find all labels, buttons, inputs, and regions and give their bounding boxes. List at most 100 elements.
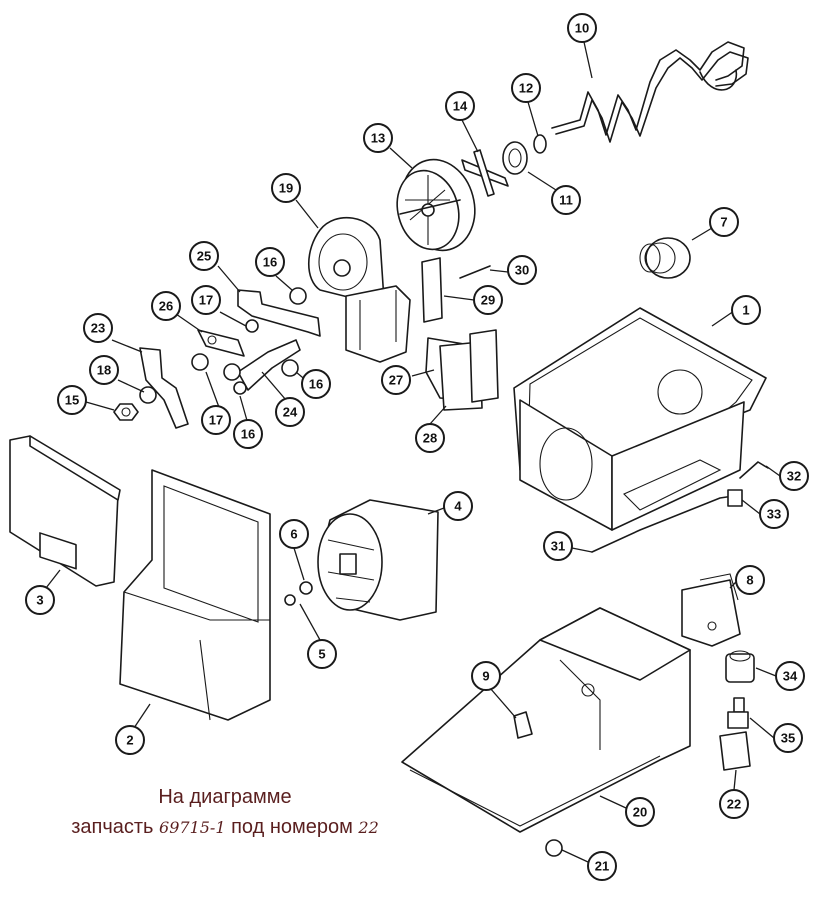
callout-2: 2: [115, 725, 145, 755]
svg-text:16: 16: [241, 427, 255, 442]
svg-text:10: 10: [575, 21, 589, 36]
svg-text:20: 20: [633, 805, 647, 820]
svg-text:16: 16: [309, 377, 323, 392]
svg-text:16: 16: [263, 255, 277, 270]
callout-26: 26: [151, 291, 181, 321]
part-7-ring: [639, 237, 691, 279]
callout-29: 29: [473, 285, 503, 315]
callout-9: 9: [471, 661, 501, 691]
callout-27: 27: [381, 365, 411, 395]
svg-text:29: 29: [481, 293, 495, 308]
callout-30: 30: [507, 255, 537, 285]
callout-1: 1: [731, 295, 761, 325]
callout-17-bottom: 17: [201, 405, 231, 435]
svg-text:25: 25: [197, 249, 211, 264]
svg-text:12: 12: [519, 81, 533, 96]
part-16-nuts: [233, 287, 307, 395]
svg-text:15: 15: [65, 393, 79, 408]
callout-12: 12: [511, 73, 541, 103]
svg-text:31: 31: [551, 539, 565, 554]
callout-23: 23: [83, 313, 113, 343]
svg-text:4: 4: [454, 499, 462, 514]
part-14-drive-coupler: [461, 149, 509, 197]
caption: На диаграмме запчасть 69715-1 под номеро…: [0, 782, 450, 843]
leader-lines: [45, 41, 781, 863]
part-1-ice-bucket: [513, 307, 767, 531]
callout-10: 10: [567, 13, 597, 43]
svg-text:17: 17: [199, 293, 213, 308]
svg-text:18: 18: [97, 363, 111, 378]
svg-text:35: 35: [781, 731, 795, 746]
callout-13: 13: [363, 123, 393, 153]
svg-text:6: 6: [290, 527, 297, 542]
callout-16-bottom: 16: [233, 419, 263, 449]
callout-15: 15: [57, 385, 87, 415]
part-23-lever: [139, 347, 189, 429]
svg-text:11: 11: [559, 193, 573, 208]
svg-text:21: 21: [595, 859, 609, 874]
caption-part-number: 69715-1: [159, 818, 226, 837]
part-28-plate: [439, 329, 499, 411]
part-30-pin: [459, 265, 491, 279]
part-8-control-assembly: [681, 573, 741, 647]
caption-position-number: 22: [358, 818, 379, 837]
part-2-door-housing: [119, 469, 271, 721]
part-15-nut: [113, 403, 139, 421]
part-22-switch: [719, 731, 751, 771]
callout-33: 33: [759, 499, 789, 529]
part-33-bracket: [727, 489, 743, 507]
callout-16-right: 16: [301, 369, 331, 399]
svg-text:28: 28: [423, 431, 437, 446]
part-24-lever: [237, 339, 301, 391]
svg-text:23: 23: [91, 321, 105, 336]
callout-7: 7: [709, 207, 739, 237]
caption-line-2: запчасть 69715-1 под номером 22: [0, 812, 450, 843]
svg-text:5: 5: [318, 647, 325, 662]
part-18-washer: [139, 386, 157, 404]
svg-text:27: 27: [389, 373, 403, 388]
svg-text:13: 13: [371, 131, 385, 146]
callout-3: 3: [25, 585, 55, 615]
part-19-auger-housing: [308, 216, 411, 363]
callout-32: 32: [779, 461, 809, 491]
part-29-plate: [421, 257, 443, 323]
part-3-front-panel: [9, 435, 121, 587]
callout-5: 5: [307, 639, 337, 669]
svg-text:26: 26: [159, 299, 173, 314]
svg-text:14: 14: [453, 99, 468, 114]
svg-text:17: 17: [209, 413, 223, 428]
caption-prefix: запчасть: [71, 816, 154, 838]
caption-line-1: На диаграмме: [158, 786, 292, 808]
callout-11: 11: [551, 185, 581, 215]
svg-text:32: 32: [787, 469, 801, 484]
svg-text:9: 9: [482, 669, 489, 684]
part-11-bushing: [502, 141, 528, 175]
callout-28: 28: [415, 423, 445, 453]
callout-16-top: 16: [255, 247, 285, 277]
part-13-drive-wheel: [396, 158, 476, 252]
svg-text:3: 3: [36, 593, 43, 608]
part-12-washer: [533, 134, 547, 154]
callout-19: 19: [271, 173, 301, 203]
callout-21: 21: [587, 851, 617, 881]
part-26-link: [197, 329, 245, 357]
callout-4: 4: [443, 491, 473, 521]
callout-14: 14: [445, 91, 475, 121]
part-34-valve-coil: [725, 650, 755, 683]
svg-text:24: 24: [283, 405, 298, 420]
svg-text:22: 22: [727, 797, 741, 812]
part-4-drive-motor: [317, 499, 439, 621]
svg-text:7: 7: [720, 215, 727, 230]
svg-text:30: 30: [515, 263, 529, 278]
caption-middle: под номером: [231, 816, 353, 838]
part-25-bracket: [237, 289, 321, 337]
svg-text:33: 33: [767, 507, 781, 522]
part-20-base-tray: [401, 607, 691, 833]
callout-8: 8: [735, 565, 765, 595]
callout-22: 22: [719, 789, 749, 819]
callout-17-top: 17: [191, 285, 221, 315]
callout-18: 18: [89, 355, 119, 385]
svg-text:1: 1: [742, 303, 749, 318]
part-6-washer: [299, 581, 313, 595]
callout-20: 20: [625, 797, 655, 827]
